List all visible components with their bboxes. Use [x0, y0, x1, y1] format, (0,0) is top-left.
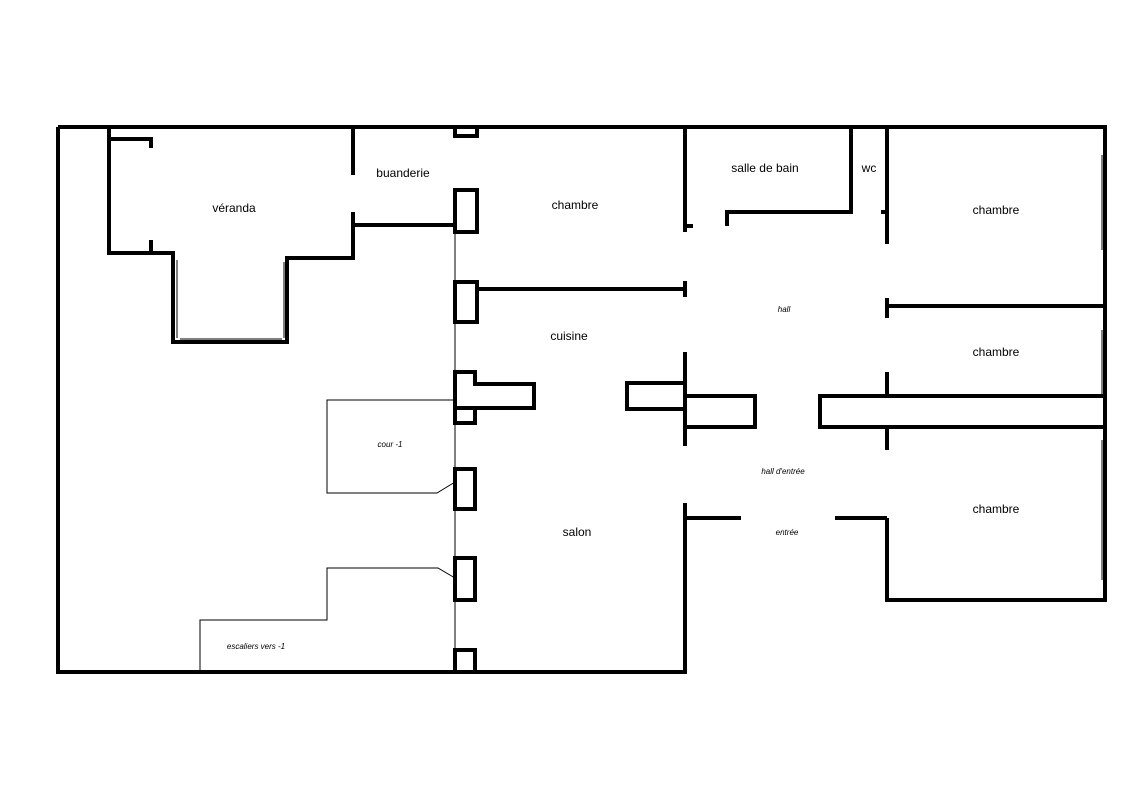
- pier: [453, 280, 479, 324]
- room-label-chambre-2: chambre: [973, 203, 1020, 217]
- room-label-chambre-1: chambre: [552, 198, 599, 212]
- room-label-wc: wc: [861, 161, 877, 175]
- pier: [453, 370, 536, 425]
- pier: [453, 556, 477, 602]
- pillar: [625, 381, 687, 411]
- pier: [453, 467, 477, 511]
- room-label-cuisine: cuisine: [550, 329, 588, 343]
- pier: [453, 125, 479, 138]
- veranda-alcove: [109, 137, 153, 148]
- cour-outline: [326, 399, 456, 494]
- pillar: [683, 394, 757, 429]
- room-label-chambre-3: chambre: [973, 345, 1020, 359]
- room-label-hall-entree: hall d'entrée: [761, 467, 805, 476]
- room-label-salle-de-bain: salle de bain: [731, 161, 798, 175]
- stairs-outline: [199, 567, 456, 672]
- room-label-buanderie: buanderie: [376, 166, 430, 180]
- outer-wall: [56, 125, 1107, 674]
- room-label-veranda: véranda: [212, 201, 256, 215]
- lower-level-outlines: [199, 399, 456, 672]
- room-label-salon: salon: [563, 525, 592, 539]
- bathroom-wall: [725, 127, 853, 226]
- pier: [453, 648, 477, 674]
- room-label-chambre-4: chambre: [973, 502, 1020, 516]
- pillar: [818, 394, 1107, 429]
- room-label-entree: entrée: [776, 528, 799, 537]
- walls: [56, 125, 1107, 674]
- room-label-escaliers: escaliers vers -1: [227, 642, 285, 651]
- room-label-hall: hall: [778, 305, 791, 314]
- room-labels: véranda buanderie chambre salle de bain …: [212, 161, 1019, 651]
- veranda-wall: [107, 127, 355, 344]
- room-label-cour: cour -1: [378, 440, 403, 449]
- pier: [453, 188, 479, 234]
